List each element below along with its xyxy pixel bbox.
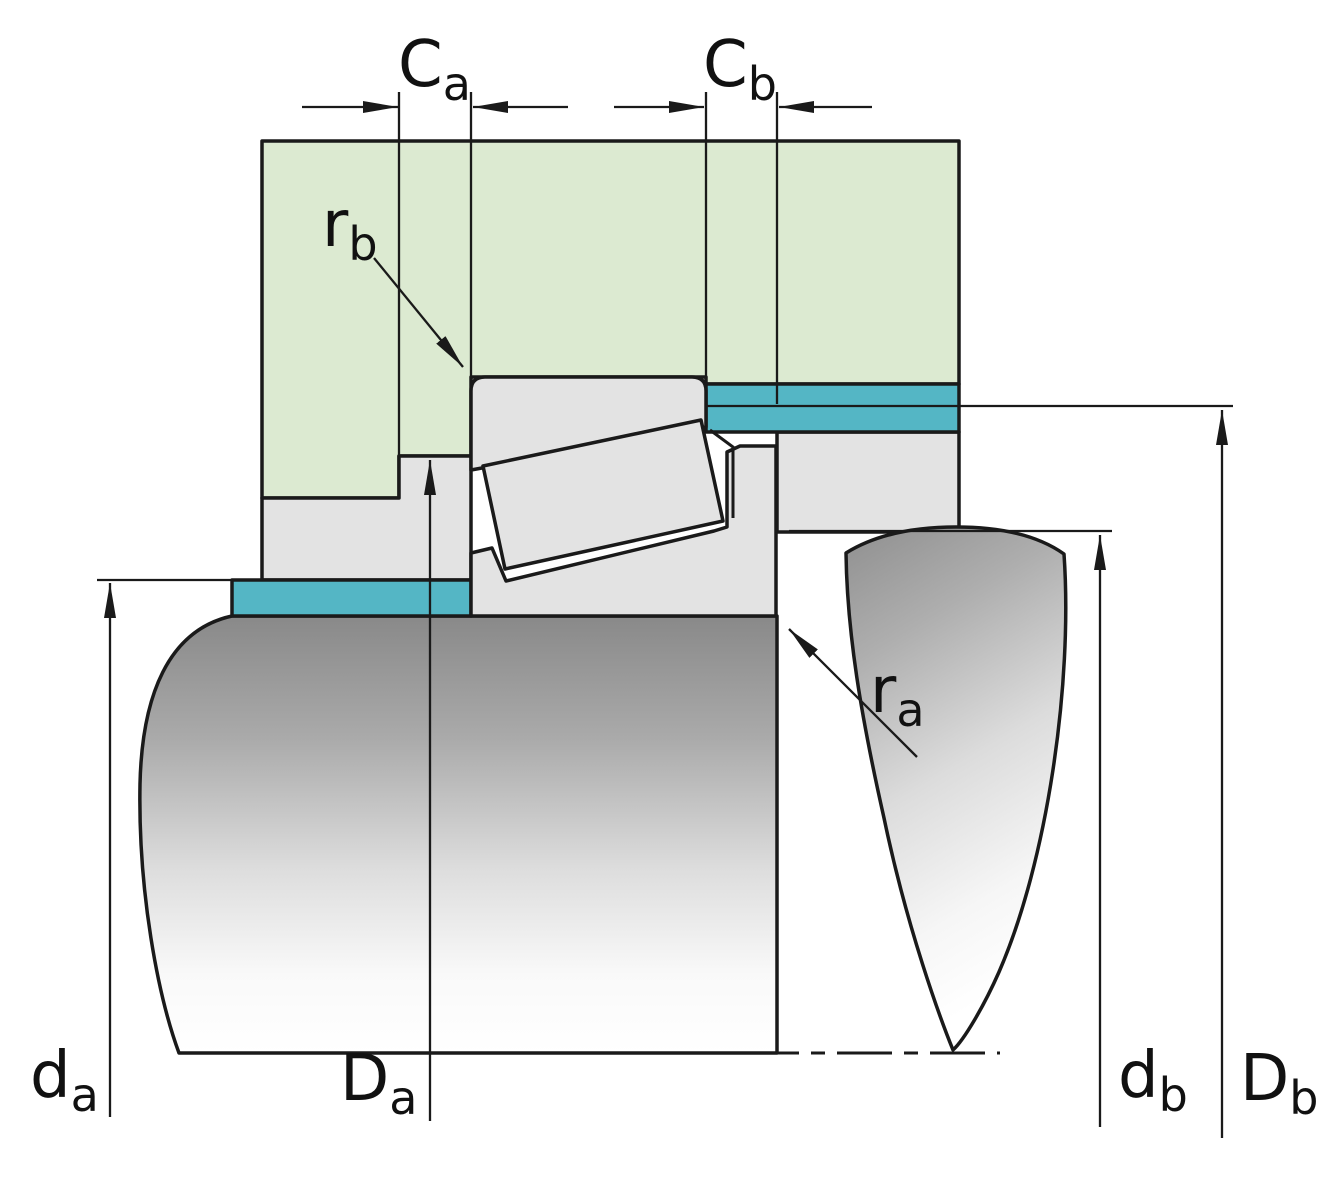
- shaft-shoulder-lobe: [844, 525, 1068, 1052]
- bearing-inner-ring: [469, 444, 778, 618]
- housing-shoulder-right: [775, 430, 961, 534]
- label-ra: ra: [870, 654, 925, 737]
- label-db: db: [1118, 1039, 1188, 1122]
- leader-ra: [788, 628, 918, 758]
- label-da: da: [30, 1039, 99, 1122]
- label-Da: Da: [340, 1042, 417, 1125]
- leader-rb: [373, 257, 464, 368]
- bearing-outer-ring: [469, 375, 708, 472]
- bearing-cage-line: [709, 428, 735, 518]
- label-Db: Db: [1240, 1042, 1318, 1125]
- spacer-ring-shaft: [230, 578, 473, 618]
- bearing-roller: [481, 418, 725, 571]
- label-Cb: Cb: [703, 28, 777, 111]
- label-Ca: Ca: [398, 28, 471, 111]
- label-rb: rb: [322, 188, 378, 271]
- shaft-body: [138, 614, 779, 1055]
- spacer-ring-housing: [704, 382, 961, 434]
